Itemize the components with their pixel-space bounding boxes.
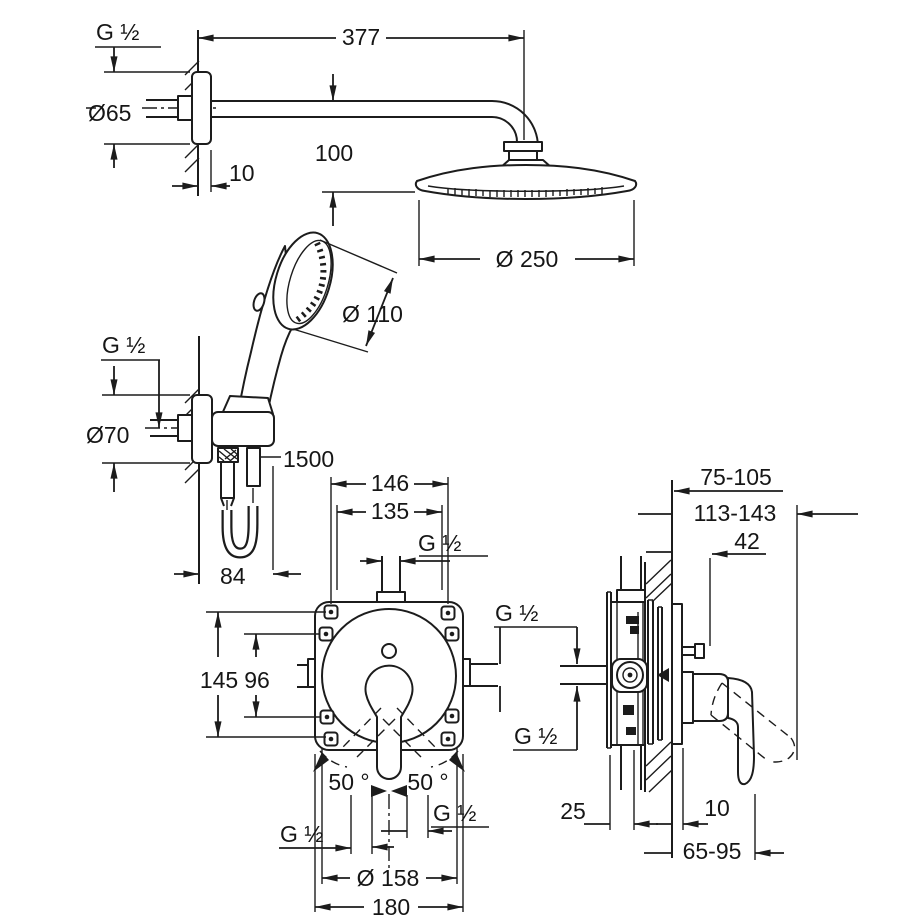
dim-head-wall-thread: G ½ <box>96 19 139 45</box>
dim-screw-span-outer-v: 145 <box>200 667 238 693</box>
hand-shower-head <box>272 231 334 331</box>
spray-mode-button <box>252 292 266 312</box>
screw-holes <box>318 604 460 747</box>
dim-bottom-thread-right: G ½ <box>433 800 476 826</box>
dim-lever-depth-range: 113-143 <box>694 500 777 526</box>
hand-shower-view: Ø 110 1500 G ½ Ø70 84 <box>86 231 403 589</box>
dim-hose-length: 1500 <box>283 446 334 472</box>
dim-screw-span-outer-h: 146 <box>371 470 409 496</box>
dim-plate-thickness: 10 <box>704 795 730 821</box>
dim-trim-diameter: Ø 158 <box>357 865 420 891</box>
dim-install-depth-range: 75-105 <box>700 464 772 490</box>
dim-bottom-thread-left: G ½ <box>280 821 323 847</box>
dim-screw-projection: 42 <box>734 528 760 554</box>
spray-nozzles <box>447 187 603 197</box>
dim-plate-width: 180 <box>372 894 410 920</box>
lever-silhouette <box>364 664 414 780</box>
wall-holder <box>211 411 275 447</box>
dim-swing-angle-right: 50 ° <box>407 769 448 795</box>
lever-handle <box>727 677 755 786</box>
dim-side-thread-upper: G ½ <box>495 600 538 626</box>
dim-side-thread-lower: G ½ <box>514 723 557 749</box>
dim-screw-span-inner-h: 135 <box>371 498 409 524</box>
dim-swing-angle-left: 50 ° <box>328 769 369 795</box>
fixing-screw <box>694 643 705 659</box>
mixer-side-view: 75-105 113-143 42 25 10 65-95 <box>560 464 858 864</box>
head-shower-view: G ½ Ø65 10 377 100 Ø 250 <box>86 19 638 272</box>
dim-head-drop: 100 <box>315 140 353 166</box>
mixer-front-view: 146 135 G ½ 145 96 50 ° 50 ° G ½ G ½ G ½… <box>200 470 577 920</box>
dim-escutcheon-diameter: Ø65 <box>88 100 131 126</box>
dim-screw-span-inner-v: 96 <box>244 667 270 693</box>
hand-shower-spray-face <box>295 241 327 323</box>
lever-swing-position <box>710 682 796 763</box>
dim-arm-reach: 377 <box>342 24 380 50</box>
dim-escutcheon-thickness: 10 <box>229 160 255 186</box>
dim-body-depth: 25 <box>560 798 586 824</box>
dim-head-diameter: Ø 250 <box>496 246 559 272</box>
dim-holder-thread: G ½ <box>102 332 145 358</box>
shower-head <box>414 164 638 200</box>
dim-holder-projection: 84 <box>220 563 246 589</box>
dim-lever-projection: 65-95 <box>683 838 742 864</box>
wall-escutcheon <box>671 603 683 745</box>
dim-hand-shower-diameter: Ø 110 <box>342 301 403 327</box>
dim-holder-escutcheon: Ø70 <box>86 422 129 448</box>
dim-top-thread: G ½ <box>418 530 461 556</box>
